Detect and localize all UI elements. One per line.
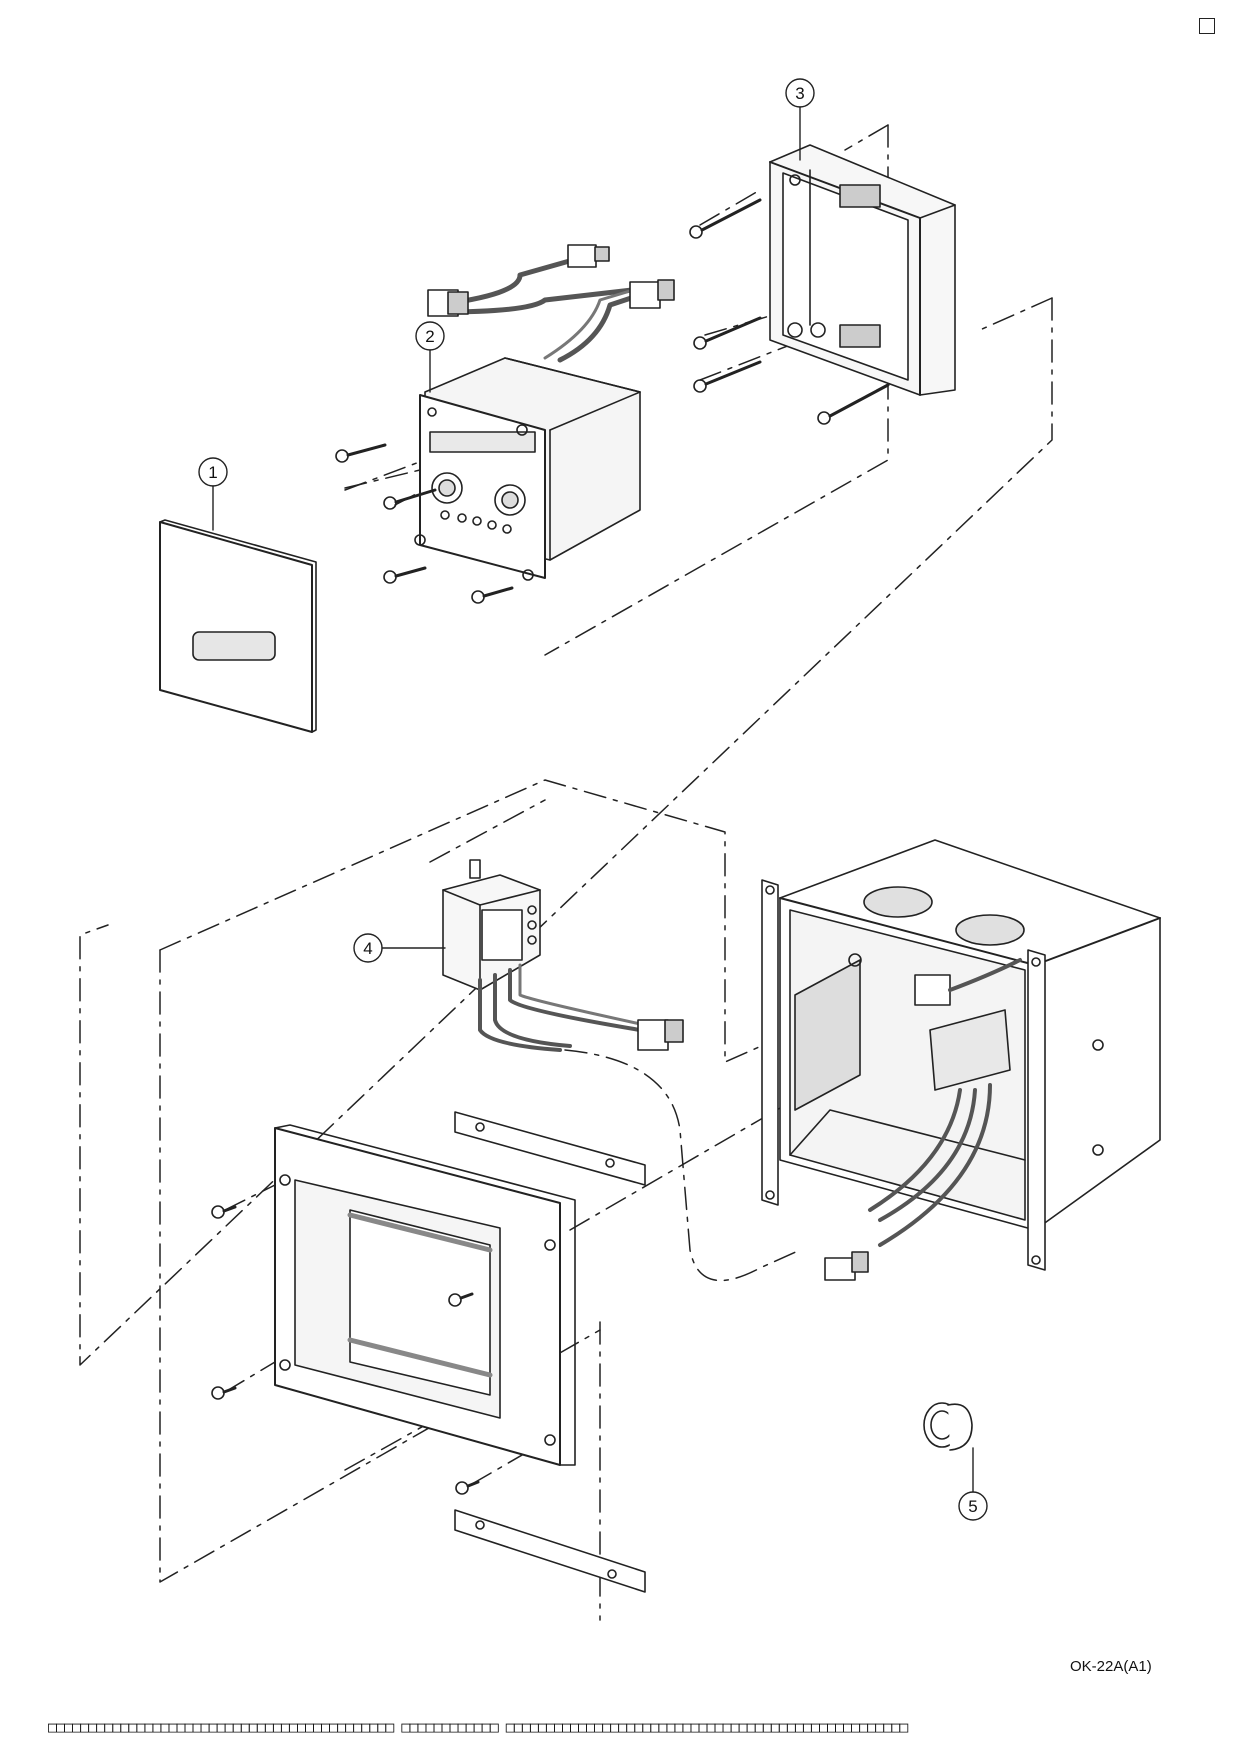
callout-2-label: 2 bbox=[425, 327, 434, 346]
solenoid-valve-unit bbox=[442, 859, 684, 1052]
callout-3: 3 bbox=[785, 78, 815, 161]
callout-5-label: 5 bbox=[968, 1497, 977, 1516]
mounting-plate-screws bbox=[211, 1205, 480, 1495]
callout-4-label: 4 bbox=[363, 939, 372, 958]
footer-note: □□□□□□□□□□□□□□□□□□□□□□□□□□□□□□□□□□□□□□□□… bbox=[48, 1718, 908, 1736]
cover-plate bbox=[159, 519, 317, 733]
corner-checkbox-mark bbox=[1199, 18, 1215, 34]
model-code: OK-22A(A1) bbox=[1070, 1658, 1152, 1675]
mounting-frame-screws bbox=[689, 198, 890, 425]
callout-2: 2 bbox=[415, 321, 445, 393]
callout-4: 4 bbox=[353, 933, 446, 963]
mounting-frame bbox=[689, 144, 956, 425]
callout-3-label: 3 bbox=[795, 84, 804, 103]
callout-5: 5 bbox=[958, 1447, 988, 1521]
part-callouts: 1 2 3 4 5 bbox=[198, 78, 988, 1521]
sensor-unit bbox=[335, 244, 675, 604]
sensor-unit-screws bbox=[335, 443, 514, 604]
sensor-wire-harness bbox=[427, 244, 675, 363]
callout-1: 1 bbox=[198, 457, 228, 531]
key bbox=[923, 1402, 973, 1451]
wall-box bbox=[761, 839, 1161, 1281]
callout-1-label: 1 bbox=[208, 463, 217, 482]
mounting-plate bbox=[211, 1111, 646, 1593]
